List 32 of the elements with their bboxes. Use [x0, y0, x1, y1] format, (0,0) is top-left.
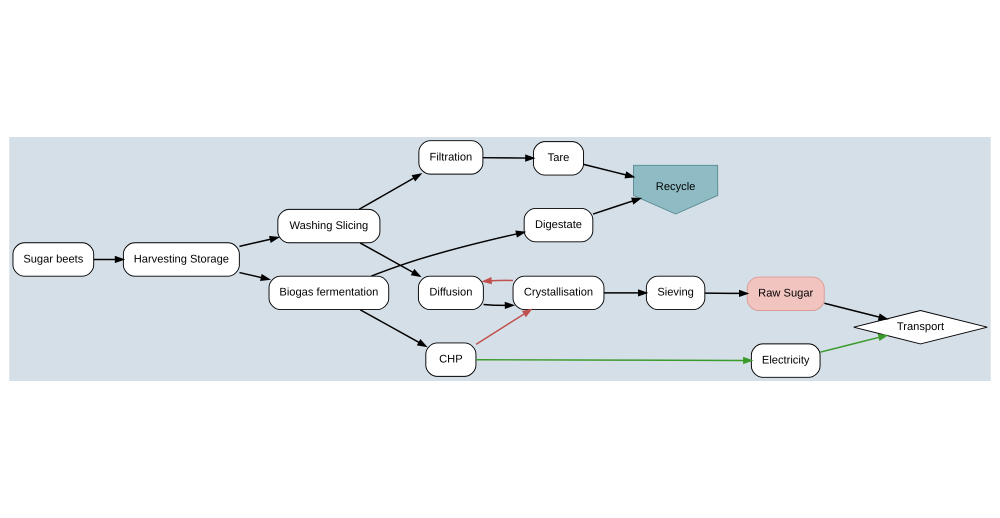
arrow	[592, 198, 642, 215]
node-box: Diffusion	[418, 276, 484, 310]
arrow	[94, 256, 126, 264]
arrow	[704, 290, 750, 298]
arrow	[360, 309, 428, 348]
node-box: Digestate	[524, 208, 594, 242]
arrow	[483, 302, 516, 310]
arrow	[239, 272, 271, 282]
node-box: Sieving	[646, 276, 706, 310]
node-box: Crystallisation	[512, 276, 604, 310]
arrow	[583, 164, 636, 178]
arrow	[358, 173, 422, 210]
arrow	[482, 154, 536, 162]
node-box: Filtration	[418, 140, 484, 175]
arrow	[604, 289, 648, 296]
node-box: Washing Slicing	[277, 208, 380, 244]
node-box: Raw Sugar	[746, 276, 825, 311]
arrow	[820, 334, 889, 353]
arrow	[481, 277, 513, 284]
node-box: Electricity	[750, 343, 820, 378]
node-box: Biogas fermentation	[268, 276, 390, 310]
node-box: CHP	[425, 342, 476, 377]
arrow	[239, 236, 280, 248]
node-box: Tare	[532, 141, 584, 176]
node-box: Harvesting Storage	[122, 242, 240, 277]
arrow	[824, 302, 889, 320]
arrow	[360, 242, 422, 278]
node-box: Sugar beets	[12, 242, 94, 277]
arrow	[476, 308, 533, 345]
node-diamond: Transport	[853, 310, 988, 344]
arrow	[371, 230, 526, 277]
arrow	[476, 356, 754, 364]
